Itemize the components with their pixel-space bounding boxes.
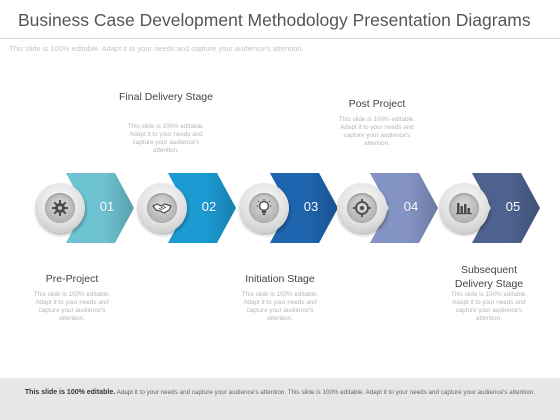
stage-2-title: Final Delivery Stage [119, 91, 213, 103]
stage-4-number: 04 [403, 199, 419, 214]
stage-2-icon-disc [137, 183, 187, 233]
stage-5-icon-disc [439, 183, 489, 233]
lightbulb-icon [256, 199, 272, 215]
stage-2-number: 02 [201, 199, 217, 214]
stage-3-number: 03 [303, 199, 319, 214]
stage-4-title: Post Project [348, 98, 406, 110]
stage-3-icon-disc [239, 183, 289, 233]
slide-subtitle: This slide is 100% editable. Adapt it to… [9, 44, 304, 53]
stage-1-number: 01 [99, 199, 115, 214]
stage-1-chevron: 01 [66, 173, 134, 243]
gear-icon [52, 200, 68, 216]
stage-3-chevron: 03 [270, 173, 338, 243]
stage-5-description: This slide is 100% editable. Adapt it to… [450, 291, 528, 322]
stage-1-description: This slide is 100% editable. Adapt it to… [33, 291, 111, 322]
stage-1-title: Pre-Project [45, 273, 99, 285]
stage-5-number: 05 [505, 199, 521, 214]
target-icon [353, 199, 371, 217]
stage-1-icon-disc [35, 183, 85, 233]
stage-5-title: Subsequent Delivery Stage [454, 264, 524, 290]
slide-title: Business Case Development Methodology Pr… [18, 10, 531, 30]
stage-4-description: This slide is 100% editable. Adapt it to… [338, 116, 416, 147]
footer-body: Adapt it to your needs and capture your … [116, 389, 536, 396]
footer-lead: This slide is 100% editable. [24, 389, 116, 396]
title-divider [0, 38, 560, 39]
stage-4-icon-disc [337, 183, 387, 233]
stage-3-title: Initiation Stage [245, 273, 315, 285]
stage-5-chevron: 05 [472, 173, 540, 243]
footer-bar [0, 378, 560, 420]
stage-2-description: This slide is 100% editable. Adapt it to… [127, 123, 205, 154]
handshake-icon [152, 203, 172, 214]
stage-3-description: This slide is 100% editable. Adapt it to… [241, 291, 319, 322]
bar-chart-icon [456, 203, 472, 215]
footer-text: This slide is 100% editable. Adapt it to… [10, 389, 550, 398]
